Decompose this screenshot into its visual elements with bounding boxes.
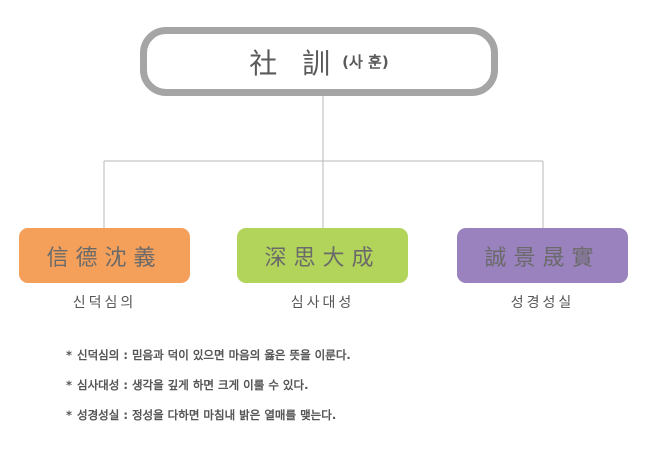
value-hanja-2: 深思大成 bbox=[264, 245, 381, 271]
value-box-1: 信德沈義 bbox=[19, 228, 190, 283]
value-box-2: 深思大成 bbox=[237, 228, 408, 283]
note-text: 신덕심의 : 믿음과 덕이 있으면 마음의 옳은 뜻을 이룬다. bbox=[77, 348, 351, 362]
note-text: 성경성실 : 정성을 다하면 마침내 밝은 열매를 맺는다. bbox=[77, 408, 337, 422]
note-item: * 신덕심의 : 믿음과 덕이 있으면 마음의 옳은 뜻을 이룬다. bbox=[66, 347, 351, 377]
value-hangul-1: 신덕심의 bbox=[72, 295, 137, 311]
note-item: * 성경성실 : 정성을 다하면 마침내 밝은 열매를 맺는다. bbox=[66, 407, 351, 437]
value-box-3: 誠景晟實 bbox=[457, 228, 628, 283]
note-text: 심사대성 : 생각을 깊게 하면 크게 이룰 수 있다. bbox=[77, 378, 309, 392]
note-bullet: * bbox=[66, 408, 73, 422]
root-motto-box: 社 訓 (사 훈) bbox=[140, 27, 498, 96]
value-hangul-2: 심사대성 bbox=[290, 295, 355, 311]
value-hanja-1: 信德沈義 bbox=[46, 245, 163, 271]
value-hangul-3: 성경성실 bbox=[510, 295, 575, 311]
notes-list: * 신덕심의 : 믿음과 덕이 있으면 마음의 옳은 뜻을 이룬다. * 심사대성 … bbox=[66, 347, 351, 437]
note-item: * 심사대성 : 생각을 깊게 하면 크게 이룰 수 있다. bbox=[66, 377, 351, 407]
value-hanja-3: 誠景晟實 bbox=[484, 245, 601, 271]
root-hanja: 社 訓 bbox=[249, 46, 339, 80]
note-bullet: * bbox=[66, 348, 73, 362]
root-hangul: (사 훈) bbox=[342, 53, 389, 71]
note-bullet: * bbox=[66, 378, 73, 392]
